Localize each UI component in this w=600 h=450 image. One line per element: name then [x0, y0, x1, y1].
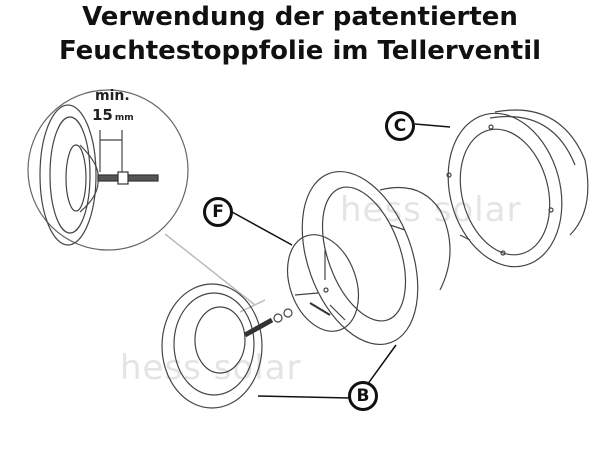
mounting-ring-c [446, 109, 589, 268]
detail-inset [27, 89, 266, 313]
callout-c: C [385, 111, 415, 141]
title-line-1: Verwendung der patentierten [82, 2, 518, 32]
valve-plate-b [161, 283, 293, 409]
foil-f [286, 234, 360, 332]
callout-b: B [348, 381, 378, 411]
dimension-label-min: min. [95, 88, 130, 104]
watermark-upper: hess solar [340, 190, 522, 230]
callout-f: F [203, 197, 233, 227]
dimension-number: 15 [92, 106, 113, 124]
dimension-unit: mm [114, 113, 134, 123]
title-line-2: Feuchtestoppfolie im Tellerventil [58, 36, 542, 66]
valve-ring-b [301, 170, 471, 346]
watermark-lower: hess solar [120, 348, 302, 388]
